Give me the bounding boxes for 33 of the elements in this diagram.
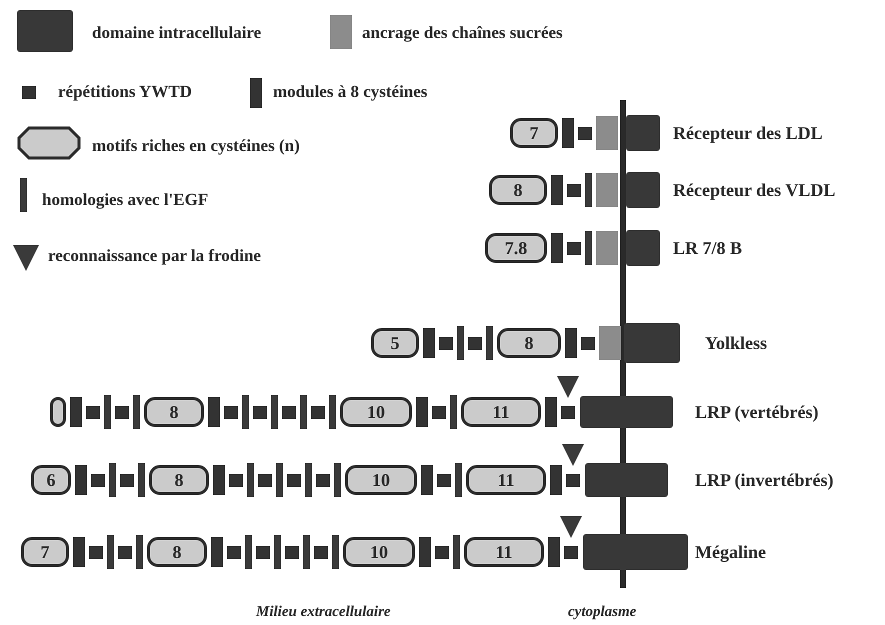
legend-text: reconnaissance par la frodine bbox=[48, 246, 261, 266]
region-label: Milieu extracellulaire bbox=[256, 604, 391, 621]
cysteine-rich-motif: 8 bbox=[144, 397, 204, 427]
cysteine-rich-motif: 10 bbox=[345, 465, 417, 495]
cysteine-rich-motif: 8 bbox=[489, 175, 547, 205]
legend-text: répétitions YWTD bbox=[58, 82, 192, 102]
cysteine-rich-motif: 7 bbox=[21, 537, 69, 567]
cysteine-rich-motif bbox=[50, 397, 66, 427]
legend-text: ancrage des chaînes sucrées bbox=[362, 23, 563, 43]
receptor-name: LRP (vertébrés) bbox=[695, 401, 818, 423]
cysteine-rich-motif: 8 bbox=[149, 465, 209, 495]
cysteine-rich-motif: 7.8 bbox=[485, 233, 547, 263]
legend-text: motifs riches en cystéines (n) bbox=[92, 136, 300, 156]
cysteine-rich-motif: 11 bbox=[466, 465, 546, 495]
receptor-name: Yolkless bbox=[705, 332, 768, 354]
receptor-name: LR 7/8 B bbox=[673, 237, 742, 259]
cysteine-rich-motif: 10 bbox=[343, 537, 415, 567]
receptor-name: LRP (invertébrés) bbox=[695, 469, 834, 491]
cysteine-rich-motif: 8 bbox=[147, 537, 207, 567]
receptor-name: Récepteur des VLDL bbox=[673, 179, 836, 201]
cysteine-rich-motif: 11 bbox=[464, 537, 544, 567]
receptor-name: Mégaline bbox=[695, 541, 766, 563]
legend-text: modules à 8 cystéines bbox=[273, 82, 428, 102]
cysteine-rich-motif: 8 bbox=[497, 328, 561, 358]
cysteine-rich-motif: 6 bbox=[31, 465, 71, 495]
cysteine-rich-motif: 11 bbox=[461, 397, 541, 427]
receptor-name: Récepteur des LDL bbox=[673, 122, 823, 144]
legend-text: domaine intracellulaire bbox=[92, 23, 262, 43]
region-label: cytoplasme bbox=[568, 604, 636, 621]
cysteine-rich-motif: 5 bbox=[371, 328, 419, 358]
cysteine-rich-motif: 10 bbox=[340, 397, 412, 427]
cysteine-rich-motif: 7 bbox=[510, 118, 558, 148]
legend-text: homologies avec l'EGF bbox=[42, 190, 208, 210]
